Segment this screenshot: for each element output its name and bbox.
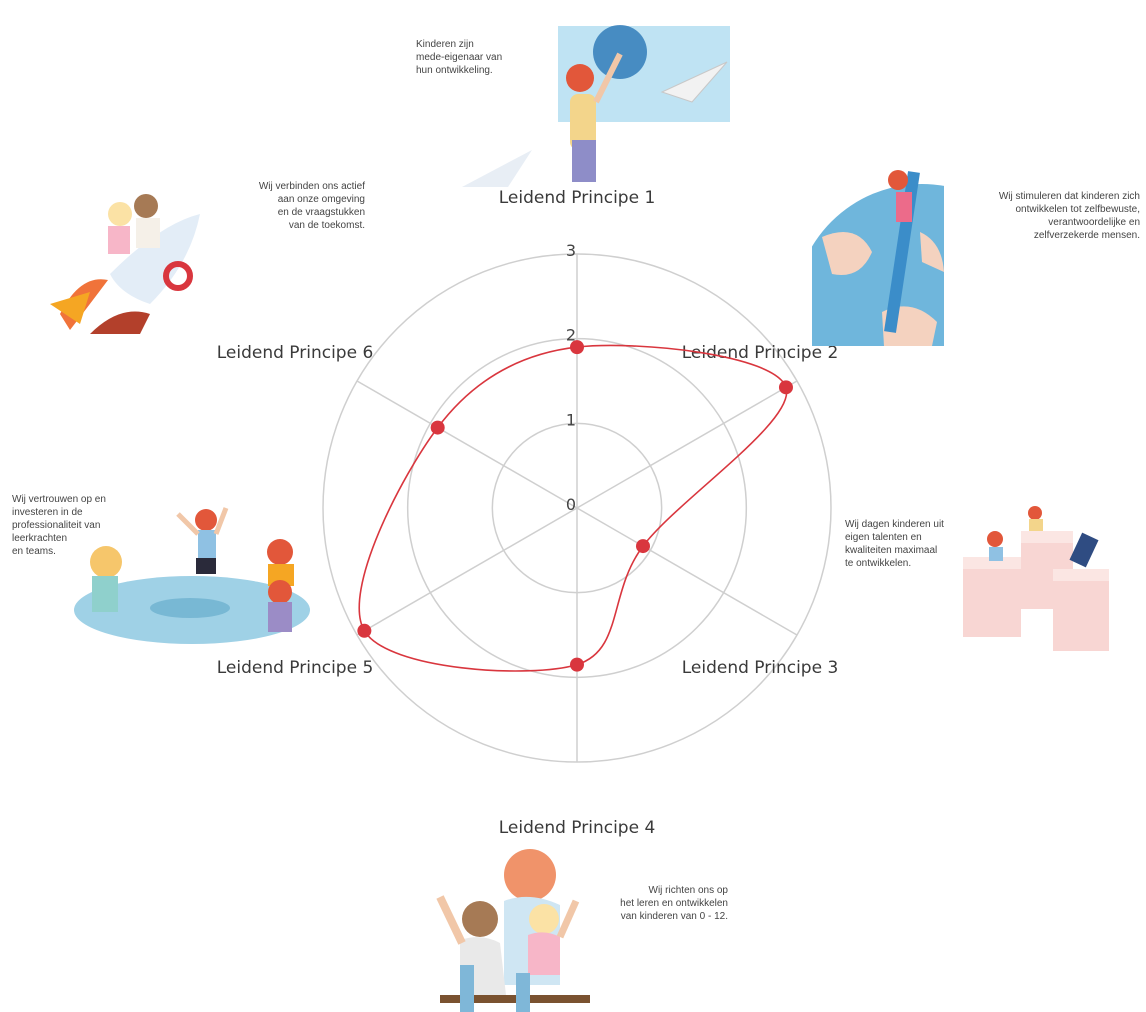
axis-label-principe-1: Leidend Principe 1 (499, 188, 656, 208)
r-tick-label: 2 (566, 326, 576, 345)
principle-5-illustration (72, 500, 312, 646)
data-point-principe-1 (570, 340, 584, 355)
axis-label-principe-2: Leidend Principe 2 (682, 343, 839, 363)
principle-6-description: Wij verbinden ons actief aan onze omgevi… (258, 181, 365, 231)
data-point-principe-5 (357, 623, 372, 638)
data-point-principe-4 (570, 657, 584, 672)
principle-5-description: Wij vertrouwen op en investeren in de pr… (12, 494, 106, 557)
principle-3-illustration (955, 505, 1145, 653)
principle-2-illustration (812, 162, 944, 346)
grid-spoke-6 (356, 380, 578, 509)
r-tick-label: 0 (566, 495, 576, 514)
principle-6-illustration (50, 184, 200, 334)
principle-1-illustration (462, 22, 732, 187)
data-point-principe-2 (778, 380, 793, 395)
principle-4-description: Wij richten ons op het leren en ontwikke… (620, 885, 728, 922)
principle-3-description: Wij dagen kinderen uit eigen talenten en… (845, 519, 944, 569)
axis-label-principe-6: Leidend Principe 6 (217, 343, 374, 363)
data-point-principe-3 (635, 539, 650, 554)
principle-2-description: Wij stimuleren dat kinderen zich ontwikk… (998, 191, 1140, 241)
principle-4-illustration (420, 845, 740, 1012)
grid-spoke-5 (356, 507, 578, 636)
axis-label-principe-4: Leidend Principe 4 (499, 818, 656, 838)
r-tick-label: 3 (566, 241, 576, 260)
grid-spoke-2 (576, 380, 798, 509)
axis-label-principe-3: Leidend Principe 3 (682, 658, 839, 678)
axis-label-principe-5: Leidend Principe 5 (217, 658, 374, 678)
data-point-principe-6 (430, 420, 445, 435)
grid-spoke-3 (576, 507, 798, 636)
principle-1-description: Kinderen zijn mede-eigenaar van hun ontw… (416, 39, 503, 76)
r-tick-label: 1 (566, 410, 576, 429)
